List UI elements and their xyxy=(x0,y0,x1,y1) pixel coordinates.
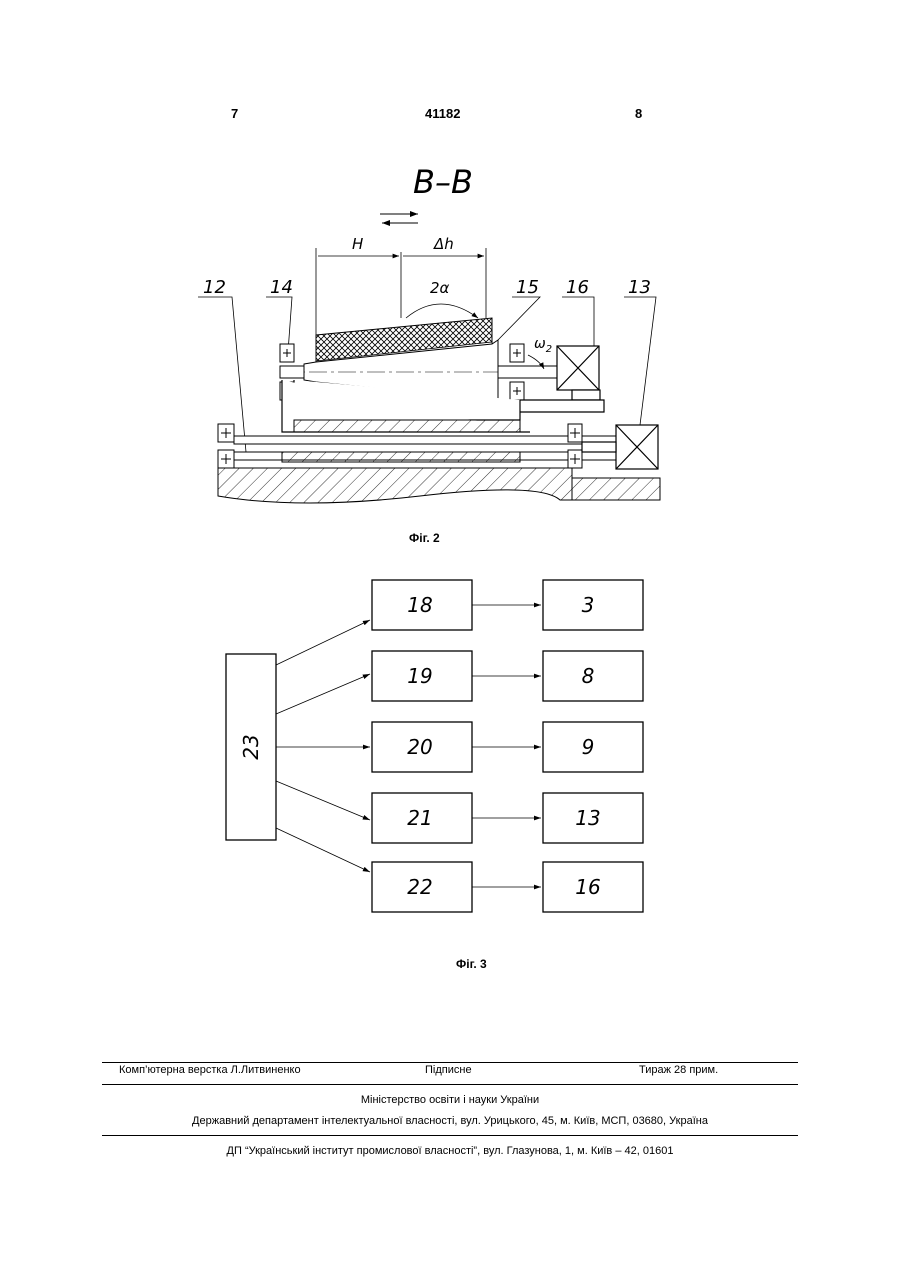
footer-rule-top xyxy=(102,1062,798,1063)
block-8-label: 8 xyxy=(582,664,595,688)
dimension-delta-h-label: Δh xyxy=(433,235,454,253)
figure-3-caption: Фіг. 3 xyxy=(456,957,487,971)
callout-15: 15 xyxy=(516,277,539,298)
block-3-label: 3 xyxy=(582,593,595,617)
motor-13 xyxy=(582,425,658,469)
arrow-23-18 xyxy=(276,620,370,665)
footer-signed: Підписне xyxy=(425,1064,472,1076)
figure-2-drawing: B–B H Δh 2α 12 14 15 16 13 xyxy=(0,0,900,560)
footer-institute: ДП “Український інститут промислової вла… xyxy=(102,1145,798,1157)
figure-3-diagram: 23 18 19 20 21 22 3 8 9 13 16 xyxy=(0,560,900,950)
motor-16 xyxy=(520,346,604,412)
callout-12: 12 xyxy=(203,277,226,298)
omega-label: ω2 xyxy=(534,336,552,355)
arrow-23-21 xyxy=(276,781,370,820)
arrow-23-19 xyxy=(276,674,370,714)
footer-layout-credit: Комп’ютерна верстка Л.Литвиненко xyxy=(119,1064,301,1076)
footer-department: Державний департамент інтелектуальної вл… xyxy=(102,1115,798,1127)
footer-circulation: Тираж 28 прим. xyxy=(639,1064,718,1076)
arrow-23-22 xyxy=(276,828,370,872)
block-19-label: 19 xyxy=(407,664,432,688)
callout-16: 16 xyxy=(566,277,589,298)
block-21-label: 21 xyxy=(407,806,432,830)
footer-ministry: Міністерство освіти і науки України xyxy=(102,1094,798,1106)
block-18-label: 18 xyxy=(407,593,432,617)
section-label: B–B xyxy=(413,163,473,201)
callout-13: 13 xyxy=(628,277,651,298)
block-9-label: 9 xyxy=(582,735,595,759)
block-13-label: 13 xyxy=(575,806,600,830)
footer-rule-middle xyxy=(102,1084,798,1085)
block-23-label: 23 xyxy=(239,734,263,759)
footer-rule-bottom xyxy=(102,1135,798,1136)
callout-14: 14 xyxy=(270,277,293,298)
block-22-label: 22 xyxy=(407,875,432,899)
machine-base xyxy=(218,468,572,503)
block-20-label: 20 xyxy=(407,735,432,759)
dimension-H-label: H xyxy=(352,235,363,253)
figure-2-caption: Фіг. 2 xyxy=(409,531,440,545)
block-16-label: 16 xyxy=(575,875,600,899)
angle-label: 2α xyxy=(430,279,450,297)
